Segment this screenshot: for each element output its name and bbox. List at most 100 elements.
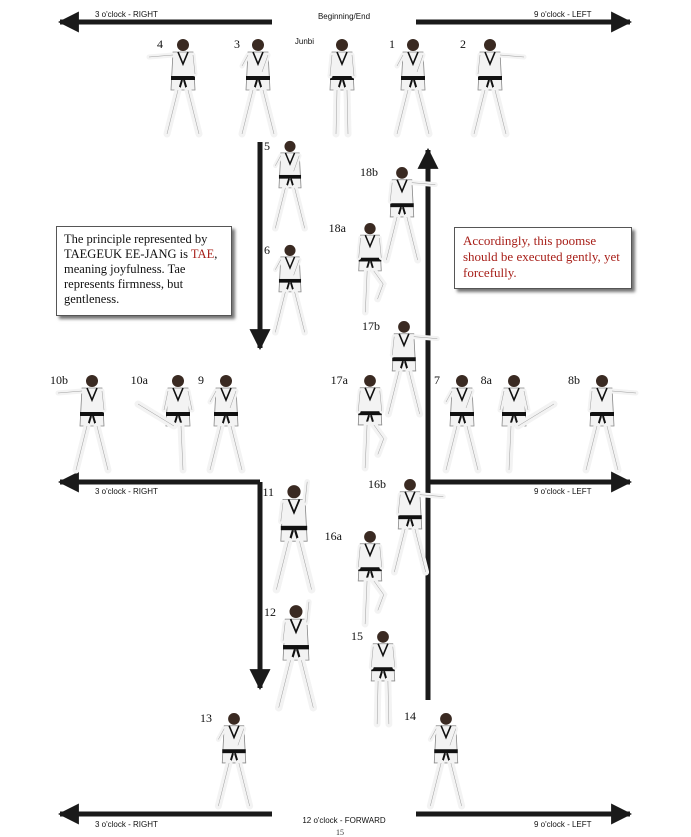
figure-belt [278,278,302,283]
figure-leg-right-outline [406,216,418,261]
principle-mid: is [176,247,191,261]
figure-leg-stand-outline [365,270,368,313]
figure-arm-left-outline [358,390,361,412]
figure-leg-left-outline [396,89,409,135]
figure-arm-down-outline [282,622,286,641]
figure-junbi [327,39,357,138]
figure-17b [384,320,440,418]
figure-belt [390,203,414,208]
figure-leg-left-outline [585,425,598,471]
figure-collar [220,387,232,403]
figure-arm-right-outline [293,259,300,276]
figure-belt [450,412,474,416]
step-label-7: 7 [434,373,440,387]
figure-collar [404,491,416,506]
step-label-1: 1 [389,37,395,51]
figure-collar [456,387,468,403]
figure-belt [222,749,246,754]
figure-3 [238,39,278,138]
figure-5 [272,140,308,232]
figure-arm-left-outline [329,54,333,77]
figure-arm-left-outline [275,155,281,166]
label-bottom-left: 3 o'clock - RIGHT [95,820,158,829]
figure-head [177,39,189,51]
figure-leg-right-outline [187,89,200,135]
figure-collar [407,51,419,67]
figure-head [440,712,452,725]
principle-keyword: TAE [190,247,215,261]
figure-arm-left-outline [209,390,217,403]
figure-head [172,375,184,387]
figure-head [456,375,468,387]
figure-leg-left-outline [430,762,442,807]
arrows [57,11,633,825]
figure-arm-back-outline [398,494,401,514]
figure-arm-left-outline [275,259,281,270]
figure-leg-stand-outline [364,424,368,469]
figure-arm-right-outline [523,390,529,411]
figure-leg-right-outline [238,762,250,807]
figure-12 [274,599,318,712]
figure-arm-left-outline [371,646,374,668]
figure-leg-knee-outline [373,424,384,455]
figure-head [228,712,240,725]
figure-collar [377,643,389,658]
figure-7 [442,375,482,474]
figure-arm-right-outline [379,237,382,258]
figure-arm-left-outline [358,237,361,258]
figure-arm-left-outline [241,54,249,67]
figure-leg-left-outline [394,528,406,573]
figure-head [396,166,408,179]
figure-arm-right-outline [293,155,300,172]
figure-leg-knee [370,421,388,458]
figure-head [364,530,376,543]
figure-belt [214,412,238,416]
step-label-12: 12 [264,605,276,619]
figure-collar [228,725,240,740]
figure-collar [284,152,296,166]
figure-belt [502,412,526,416]
figure-arm-front-outline [148,54,174,58]
step-label-4: 4 [157,37,163,51]
figure-belt [166,412,190,416]
figure-belt [590,412,614,416]
figure-leg-left-outline [209,425,222,471]
figure-17a [355,374,388,472]
figure-head [364,374,376,387]
figure-leg-left-outline [376,680,379,725]
step-label-16b: 16b [368,477,386,491]
figure-arm-right-outline [237,728,244,746]
figure-collar [364,387,376,402]
figure-arm-right-outline [392,646,395,668]
figure-collar [398,333,410,348]
figure-leg-right-outline [414,528,426,573]
figure-arm-right-outline [229,390,237,409]
figure-arm-left-outline [358,546,361,568]
execution-text: Accordingly, this poomse should be execu… [463,233,620,280]
figure-leg-right-outline [450,762,462,807]
figure-head [508,375,520,387]
figure-collar [177,51,189,67]
figure-collar [336,51,348,67]
figure-arm-right-outline [449,728,456,746]
figure-arm-front-outline [57,390,83,394]
figure-leg-stand-outline [364,580,368,625]
figure-collar [440,725,452,740]
figure-leg-right-outline [606,425,619,471]
figure-leg-left-outline [473,89,486,135]
figure-4 [146,39,203,138]
figure-collar [284,256,296,270]
figure-10a [134,375,195,474]
figure-collar [396,179,408,194]
figure-arm-left-outline [445,390,453,403]
figure-leg-left-outline [166,89,179,135]
figure-10b [55,375,112,474]
figure-leg-left-outline [275,291,286,333]
figure-arm-right-outline [379,546,382,568]
figure-16b [390,478,446,576]
figure-leg-left-outline [388,370,400,415]
figure-arm-up-outline [306,601,310,623]
figure-leg-left-outline [275,187,286,229]
figure-arm-front-outline [419,494,444,497]
label-top-right: 9 o'clock - LEFT [534,10,592,19]
